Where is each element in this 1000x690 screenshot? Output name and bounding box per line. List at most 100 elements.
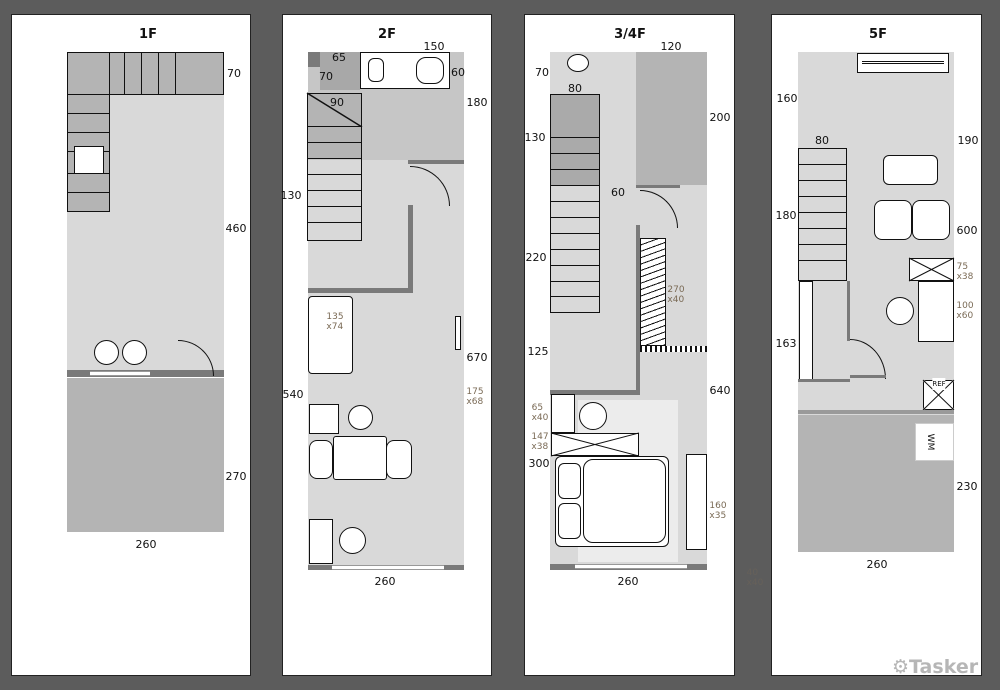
ac-vent (862, 61, 944, 64)
side-table (309, 404, 339, 434)
furniture-dim-faded: 40 x40 (746, 568, 764, 588)
dim-label: 260 (374, 575, 396, 588)
chair (309, 440, 333, 479)
washing-machine-label: WM (925, 433, 935, 451)
wall (308, 52, 320, 67)
dim-label: 640 (709, 384, 731, 397)
wall (636, 225, 640, 395)
furniture-dim: 175 x68 (466, 387, 484, 407)
coffee-table (883, 155, 938, 185)
tv-stand (455, 316, 461, 350)
washing-machine (915, 423, 954, 461)
stool (122, 340, 147, 365)
dim-label: 260 (617, 575, 639, 588)
dim-label: 270 (225, 470, 247, 483)
chair (348, 405, 373, 430)
dim-label: 80 (815, 134, 829, 147)
curtain (640, 346, 707, 352)
dim-label: 160 (776, 92, 798, 105)
drawer-cross-icon (908, 257, 955, 282)
dim-label: 80 (568, 82, 582, 95)
dim-label: 163 (775, 337, 797, 350)
wall (847, 281, 850, 341)
wall (408, 160, 464, 164)
floor-title-2f: 2F (378, 27, 396, 42)
dim-label: 125 (527, 345, 549, 358)
furniture-dim: 135 x74 (326, 312, 344, 332)
floor-title-3-4f: 3/4F (614, 27, 646, 42)
chair (339, 527, 366, 554)
dim-label: 220 (525, 251, 547, 264)
pillow (558, 503, 581, 539)
window (575, 564, 687, 569)
dim-label: 120 (660, 40, 682, 53)
watermark-logo: ⚙Tasker (892, 656, 978, 678)
toilet (416, 57, 444, 84)
dim-label: 260 (866, 558, 888, 571)
wall (636, 185, 680, 188)
stool (94, 340, 119, 365)
dim-label: 600 (956, 224, 978, 237)
furniture-dim: 100 x60 (956, 301, 974, 321)
closet (686, 454, 707, 550)
refrigerator-label: REF (932, 378, 946, 390)
dim-label: 540 (282, 388, 304, 401)
cabinet (309, 519, 333, 564)
armchair (912, 200, 950, 240)
dim-label: 180 (775, 209, 797, 222)
window (90, 371, 150, 376)
dim-label: 200 (709, 111, 731, 124)
dim-label: 190 (957, 134, 979, 147)
chair (886, 297, 914, 325)
dim-label: 300 (528, 457, 550, 470)
dim-label: 150 (423, 40, 445, 53)
dim-label: 60 (611, 186, 625, 199)
dim-label: 260 (135, 538, 157, 551)
washbasin (567, 54, 589, 72)
sink (368, 58, 384, 82)
wall (550, 390, 640, 395)
floor-title-1f: 1F (139, 27, 157, 42)
dim-label: 60 (451, 66, 465, 79)
pillow (558, 463, 581, 499)
dim-label: 130 (280, 189, 302, 202)
furniture-dim: 270 x40 (667, 285, 685, 305)
mattress (583, 459, 666, 543)
dim-label: 70 (319, 70, 333, 83)
dim-label: 670 (466, 351, 488, 364)
wall (308, 288, 413, 293)
chair (579, 402, 607, 430)
desk (551, 394, 575, 433)
dim-label: 460 (225, 222, 247, 235)
dim-label: 130 (524, 131, 546, 144)
sofa (308, 296, 353, 374)
window (332, 565, 444, 570)
refrigerator-cross-icon (922, 379, 955, 411)
dim-label: 230 (956, 480, 978, 493)
shelf (799, 281, 813, 380)
wall (320, 52, 360, 90)
wardrobe (640, 238, 666, 346)
room-1f-garage (67, 378, 224, 532)
dim-label: 65 (332, 51, 346, 64)
wall (408, 205, 413, 293)
dim-label: 70 (535, 66, 549, 79)
desk (918, 281, 954, 342)
tasker-logo-icon: ⚙ (892, 656, 910, 678)
dresser-cross-icon (550, 432, 640, 457)
chair (386, 440, 412, 479)
wall (850, 375, 886, 378)
wall (798, 379, 850, 382)
dim-label: 180 (466, 96, 488, 109)
furniture-dim: 75 x38 (956, 262, 974, 282)
dim-label: 70 (227, 67, 241, 80)
dining-table (333, 436, 387, 480)
dim-label: 90 (330, 96, 344, 109)
room-3f-storage (636, 52, 707, 185)
floor-title-5f: 5F (869, 27, 887, 42)
furniture-dim: 160 x35 (709, 501, 727, 521)
armchair (874, 200, 912, 240)
furniture-dim: 147 x38 (531, 432, 549, 452)
watermark-text: Tasker (909, 656, 979, 678)
wall (798, 410, 954, 414)
